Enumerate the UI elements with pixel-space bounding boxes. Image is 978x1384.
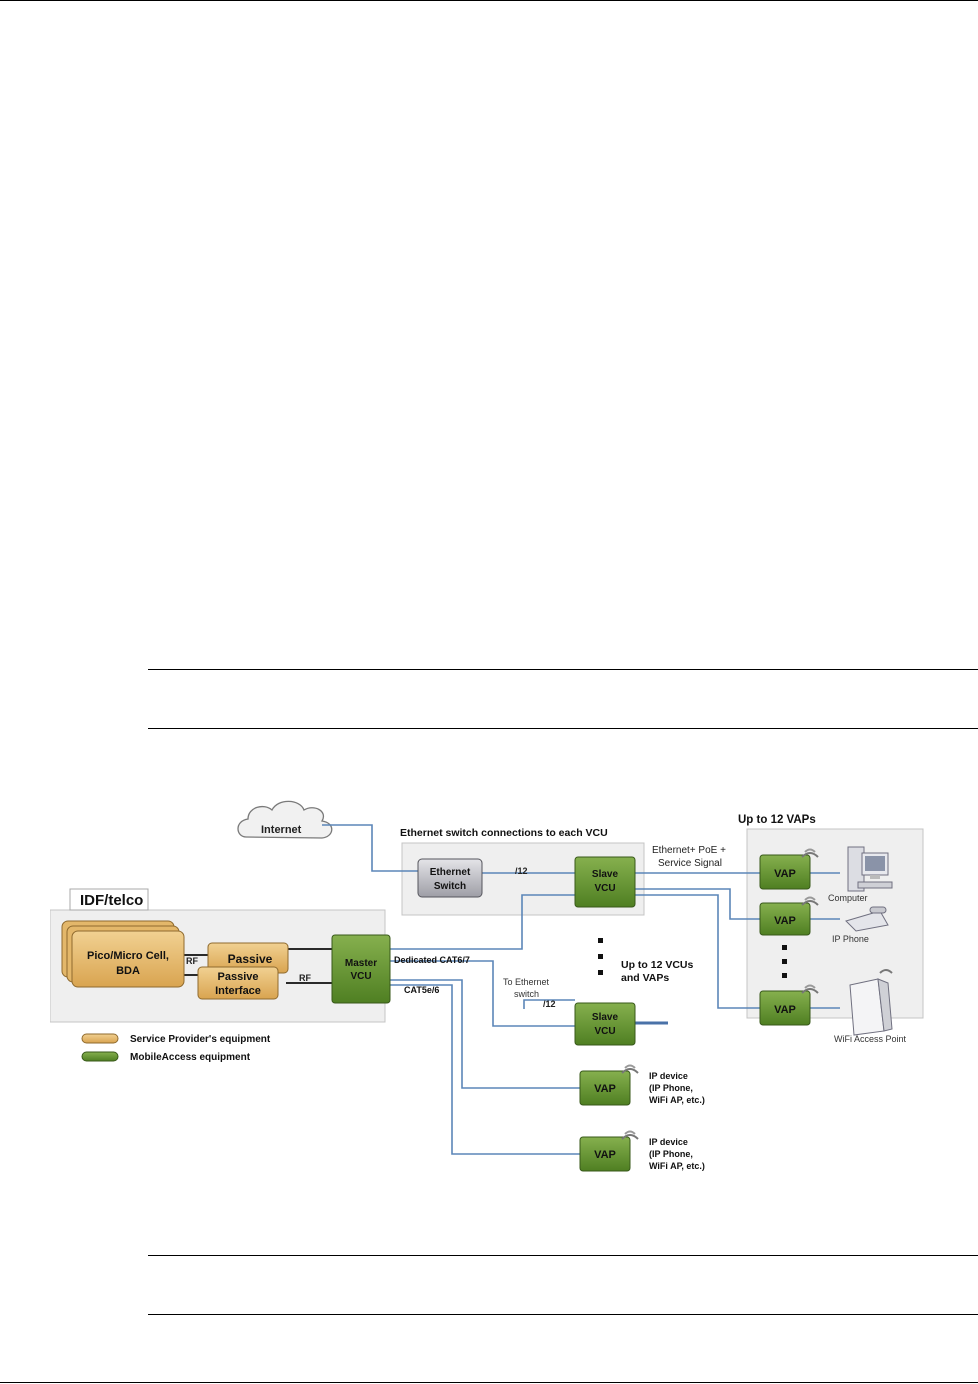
ip-device-1-line3: WiFi AP, etc.) (649, 1095, 705, 1105)
passive-interface-label-1: Passive (218, 971, 259, 983)
legend-provider-swatch (81, 1033, 119, 1044)
master-vcu-label-1: Master (345, 958, 377, 969)
rf-label-2: RF (299, 973, 311, 983)
master-vcu-label-2: VCU (350, 971, 371, 982)
legend-mobileaccess-label: MobileAccess equipment (130, 1052, 251, 1063)
legend-mobileaccess-swatch (81, 1051, 119, 1062)
vcu-ellipsis-dots (598, 938, 603, 975)
wifi-access-point-icon (849, 969, 893, 1036)
upto-vcus-label-1: Up to 12 VCUs (621, 959, 694, 971)
vap-bottom-2 (579, 1130, 639, 1172)
note-rule-top-1 (148, 669, 978, 670)
ip-device-1-line2: (IP Phone, (649, 1083, 693, 1093)
vap-right-3 (759, 984, 819, 1026)
upto-vaps-label: Up to 12 VAPs (738, 814, 816, 826)
note-rule-top-2 (148, 1255, 978, 1256)
vap-right-2 (759, 896, 819, 936)
to-ethernet-label-2: switch (514, 989, 539, 999)
slave-vcu-box-2 (574, 1002, 636, 1046)
vap-bottom-1-label: VAP (594, 1083, 616, 1095)
switch-group-title: Ethernet switch connections to each VCU (400, 827, 608, 839)
pico-label-2: BDA (116, 965, 140, 977)
ethernet-switch-box (417, 858, 483, 898)
ip-device-2-line1: IP device (649, 1137, 688, 1147)
computer-label: Computer (828, 893, 868, 903)
internet-label: Internet (261, 824, 302, 836)
port-label-2: /12 (543, 999, 556, 1009)
idf-label: IDF/telco (80, 892, 143, 909)
computer-icon (847, 846, 893, 892)
upto-vcus-label-2: and VAPs (621, 972, 669, 984)
legend-provider-label: Service Provider's equipment (130, 1034, 271, 1045)
note-rule-bottom-2 (148, 1314, 978, 1315)
ip-device-2-line3: WiFi AP, etc.) (649, 1161, 705, 1171)
passive-label: Passive (228, 952, 273, 966)
slave-vcu-1-label-2: VCU (594, 883, 615, 894)
vap-right-3-label: VAP (774, 1004, 796, 1016)
pico-label-1: Pico/Micro Cell, (87, 950, 169, 962)
slave-vcu-2-label-1: Slave (592, 1012, 619, 1023)
top-rule (0, 0, 978, 1)
to-ethernet-label-1: To Ethernet (503, 977, 550, 987)
port-label-1: /12 (515, 866, 528, 876)
slave-vcu-1-label-1: Slave (592, 869, 619, 880)
passive-interface-label-2: Interface (215, 985, 261, 997)
master-vcu-box (331, 934, 391, 1004)
vap-right-2-label: VAP (774, 915, 796, 927)
vap-ellipsis-dots (782, 945, 787, 978)
vap-bottom-2-label: VAP (594, 1149, 616, 1161)
ip-phone-label: IP Phone (832, 934, 869, 944)
ethernet-poe-label-2: Service Signal (658, 858, 722, 869)
ethernet-switch-label-2: Switch (434, 881, 466, 892)
dedicated-cable-label: Dedicated CAT6/7 (394, 955, 470, 965)
passive-interface-box (197, 966, 279, 1000)
note-rule-bottom-1 (148, 728, 978, 729)
mobileaccess-architecture-diagram: IDF/telco Internet Pico/Micro Cell, BDA … (49, 785, 930, 1185)
cat5-cable-label: CAT5e/6 (404, 985, 439, 995)
ip-device-1-line1: IP device (649, 1071, 688, 1081)
internet-cloud-icon (237, 800, 333, 839)
wifi-ap-label: WiFi Access Point (834, 1034, 907, 1044)
slave-vcu-2-label-2: VCU (594, 1026, 615, 1037)
idf-label-box (69, 888, 149, 911)
ip-phone-icon (845, 906, 889, 932)
vap-bottom-1 (579, 1064, 639, 1106)
ethernet-switch-label-1: Ethernet (430, 867, 471, 878)
pico-micro-cell (61, 920, 185, 988)
rf-label-1: RF (186, 956, 198, 966)
vap-right-1-label: VAP (774, 868, 796, 880)
ip-device-2-line2: (IP Phone, (649, 1149, 693, 1159)
ethernet-poe-label-1: Ethernet+ PoE + (652, 845, 726, 856)
vap-right-1 (759, 848, 819, 890)
bottom-rule (0, 1382, 978, 1383)
slave-vcu-box-1 (574, 856, 636, 908)
connection-lines (322, 824, 840, 1155)
